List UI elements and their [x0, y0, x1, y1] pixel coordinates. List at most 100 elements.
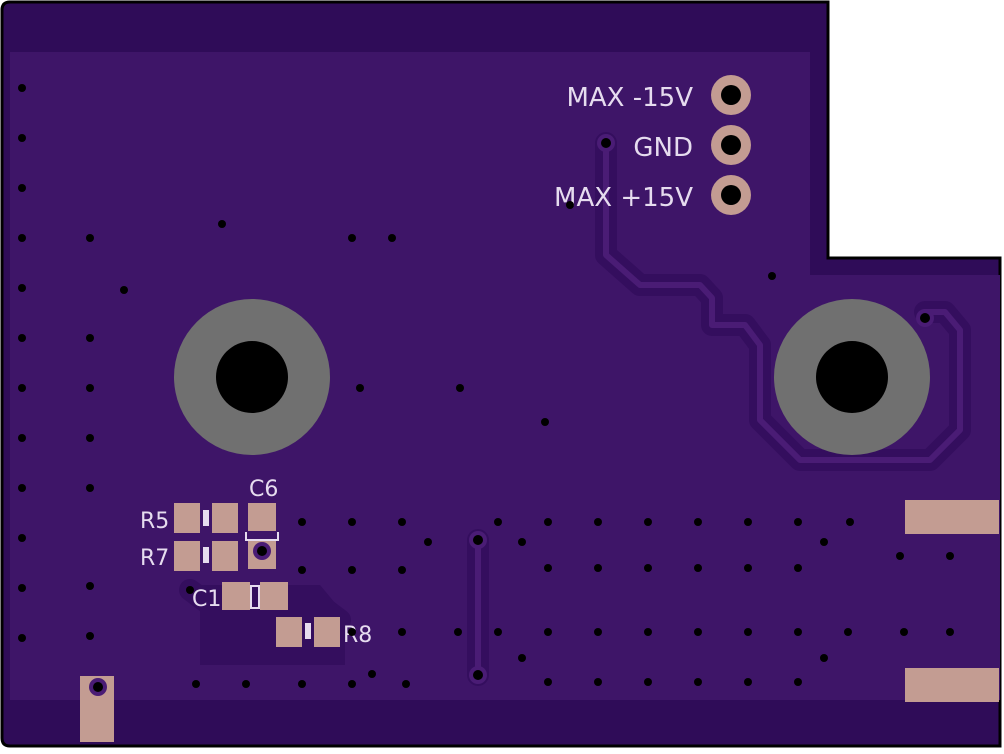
via: [768, 272, 776, 280]
via: [86, 484, 94, 492]
label-max-neg15v: MAX -15V: [566, 83, 693, 113]
via: [601, 138, 611, 148]
ref-r5: R5: [140, 509, 169, 534]
via: [18, 84, 26, 92]
via: [900, 628, 908, 636]
via: [694, 678, 702, 686]
via: [86, 334, 94, 342]
via: [494, 518, 502, 526]
via: [348, 628, 356, 636]
edge-pad-right-bottom[interactable]: [905, 668, 999, 702]
ref-r7: R7: [140, 546, 169, 571]
ref-c1: C1: [192, 587, 221, 612]
copper-pour: [10, 52, 1000, 700]
via: [242, 680, 250, 688]
component-r5[interactable]: [174, 503, 238, 533]
component-r8[interactable]: [276, 617, 340, 647]
via: [473, 535, 483, 545]
via: [348, 518, 356, 526]
via: [298, 680, 306, 688]
via: [541, 418, 549, 426]
via: [744, 564, 752, 572]
via: [93, 682, 103, 692]
via: [694, 564, 702, 572]
via: [18, 634, 26, 642]
via: [86, 632, 94, 640]
via: [456, 384, 464, 392]
ref-r8: R8: [343, 623, 372, 648]
via: [744, 518, 752, 526]
via: [218, 220, 226, 228]
via: [86, 384, 94, 392]
via: [794, 564, 802, 572]
via: [424, 538, 432, 546]
label-gnd: GND: [633, 133, 693, 163]
via: [120, 286, 128, 294]
header-pin-3[interactable]: [711, 175, 751, 215]
via: [368, 670, 376, 678]
via: [86, 582, 94, 590]
via: [744, 678, 752, 686]
component-c6[interactable]: [245, 503, 279, 541]
via: [794, 678, 802, 686]
via: [644, 518, 652, 526]
via: [844, 628, 852, 636]
label-max-pos15v: MAX +15V: [554, 183, 693, 213]
via: [846, 518, 854, 526]
via: [18, 434, 26, 442]
via: [18, 284, 26, 292]
via: [356, 384, 364, 392]
via: [348, 680, 356, 688]
via: [18, 134, 26, 142]
via: [794, 628, 802, 636]
via: [18, 334, 26, 342]
via: [454, 628, 462, 636]
via: [398, 518, 406, 526]
via: [348, 566, 356, 574]
header-pin-2[interactable]: [711, 125, 751, 165]
via: [644, 628, 652, 636]
via: [86, 434, 94, 442]
edge-pad-right-top[interactable]: [905, 500, 999, 534]
via: [744, 628, 752, 636]
ref-c6: C6: [249, 477, 278, 502]
via: [398, 566, 406, 574]
via: [398, 628, 406, 636]
via: [86, 234, 94, 242]
via: [192, 680, 200, 688]
via: [18, 584, 26, 592]
via: [820, 654, 828, 662]
via: [920, 313, 930, 323]
component-r7[interactable]: [174, 541, 276, 571]
via: [820, 538, 828, 546]
via: [18, 384, 26, 392]
via: [388, 234, 396, 242]
via: [896, 552, 904, 560]
via: [18, 534, 26, 542]
via: [18, 184, 26, 192]
via-field: [18, 84, 954, 696]
via: [348, 234, 356, 242]
via: [644, 564, 652, 572]
via: [257, 546, 267, 556]
component-c1[interactable]: [222, 582, 288, 610]
mounting-hole-right: [774, 299, 930, 455]
via: [544, 518, 552, 526]
via: [594, 564, 602, 572]
via: [644, 678, 652, 686]
via: [298, 518, 306, 526]
via: [794, 518, 802, 526]
via: [694, 628, 702, 636]
via: [298, 566, 306, 574]
via: [544, 628, 552, 636]
via: [544, 564, 552, 572]
via: [518, 538, 526, 546]
via: [186, 586, 194, 594]
header-pin-1[interactable]: [711, 75, 751, 115]
mounting-hole-left: [174, 299, 330, 455]
via: [473, 670, 483, 680]
via: [18, 234, 26, 242]
via: [566, 201, 574, 209]
via: [594, 628, 602, 636]
